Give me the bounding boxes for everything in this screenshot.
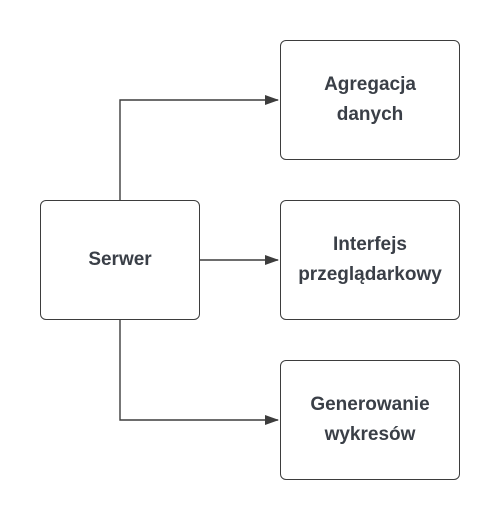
chart-generation-label: Generowanie wykresów <box>310 394 430 445</box>
browser-interface-node: Interfejs przeglądarkowy <box>280 200 460 320</box>
data-aggregation-node: Agregacja danych <box>280 40 460 160</box>
chart-generation-node: Generowanie wykresów <box>280 360 460 480</box>
server-node: Serwer <box>40 200 200 320</box>
edge-server-to-aggregation <box>119 95 279 200</box>
browser-interface-label: Interfejs przeglądarkowy <box>298 234 442 285</box>
server-label: Serwer <box>88 249 152 270</box>
data-aggregation-label: Agregacja danych <box>324 74 416 125</box>
edge-server-to-generation <box>119 320 279 425</box>
